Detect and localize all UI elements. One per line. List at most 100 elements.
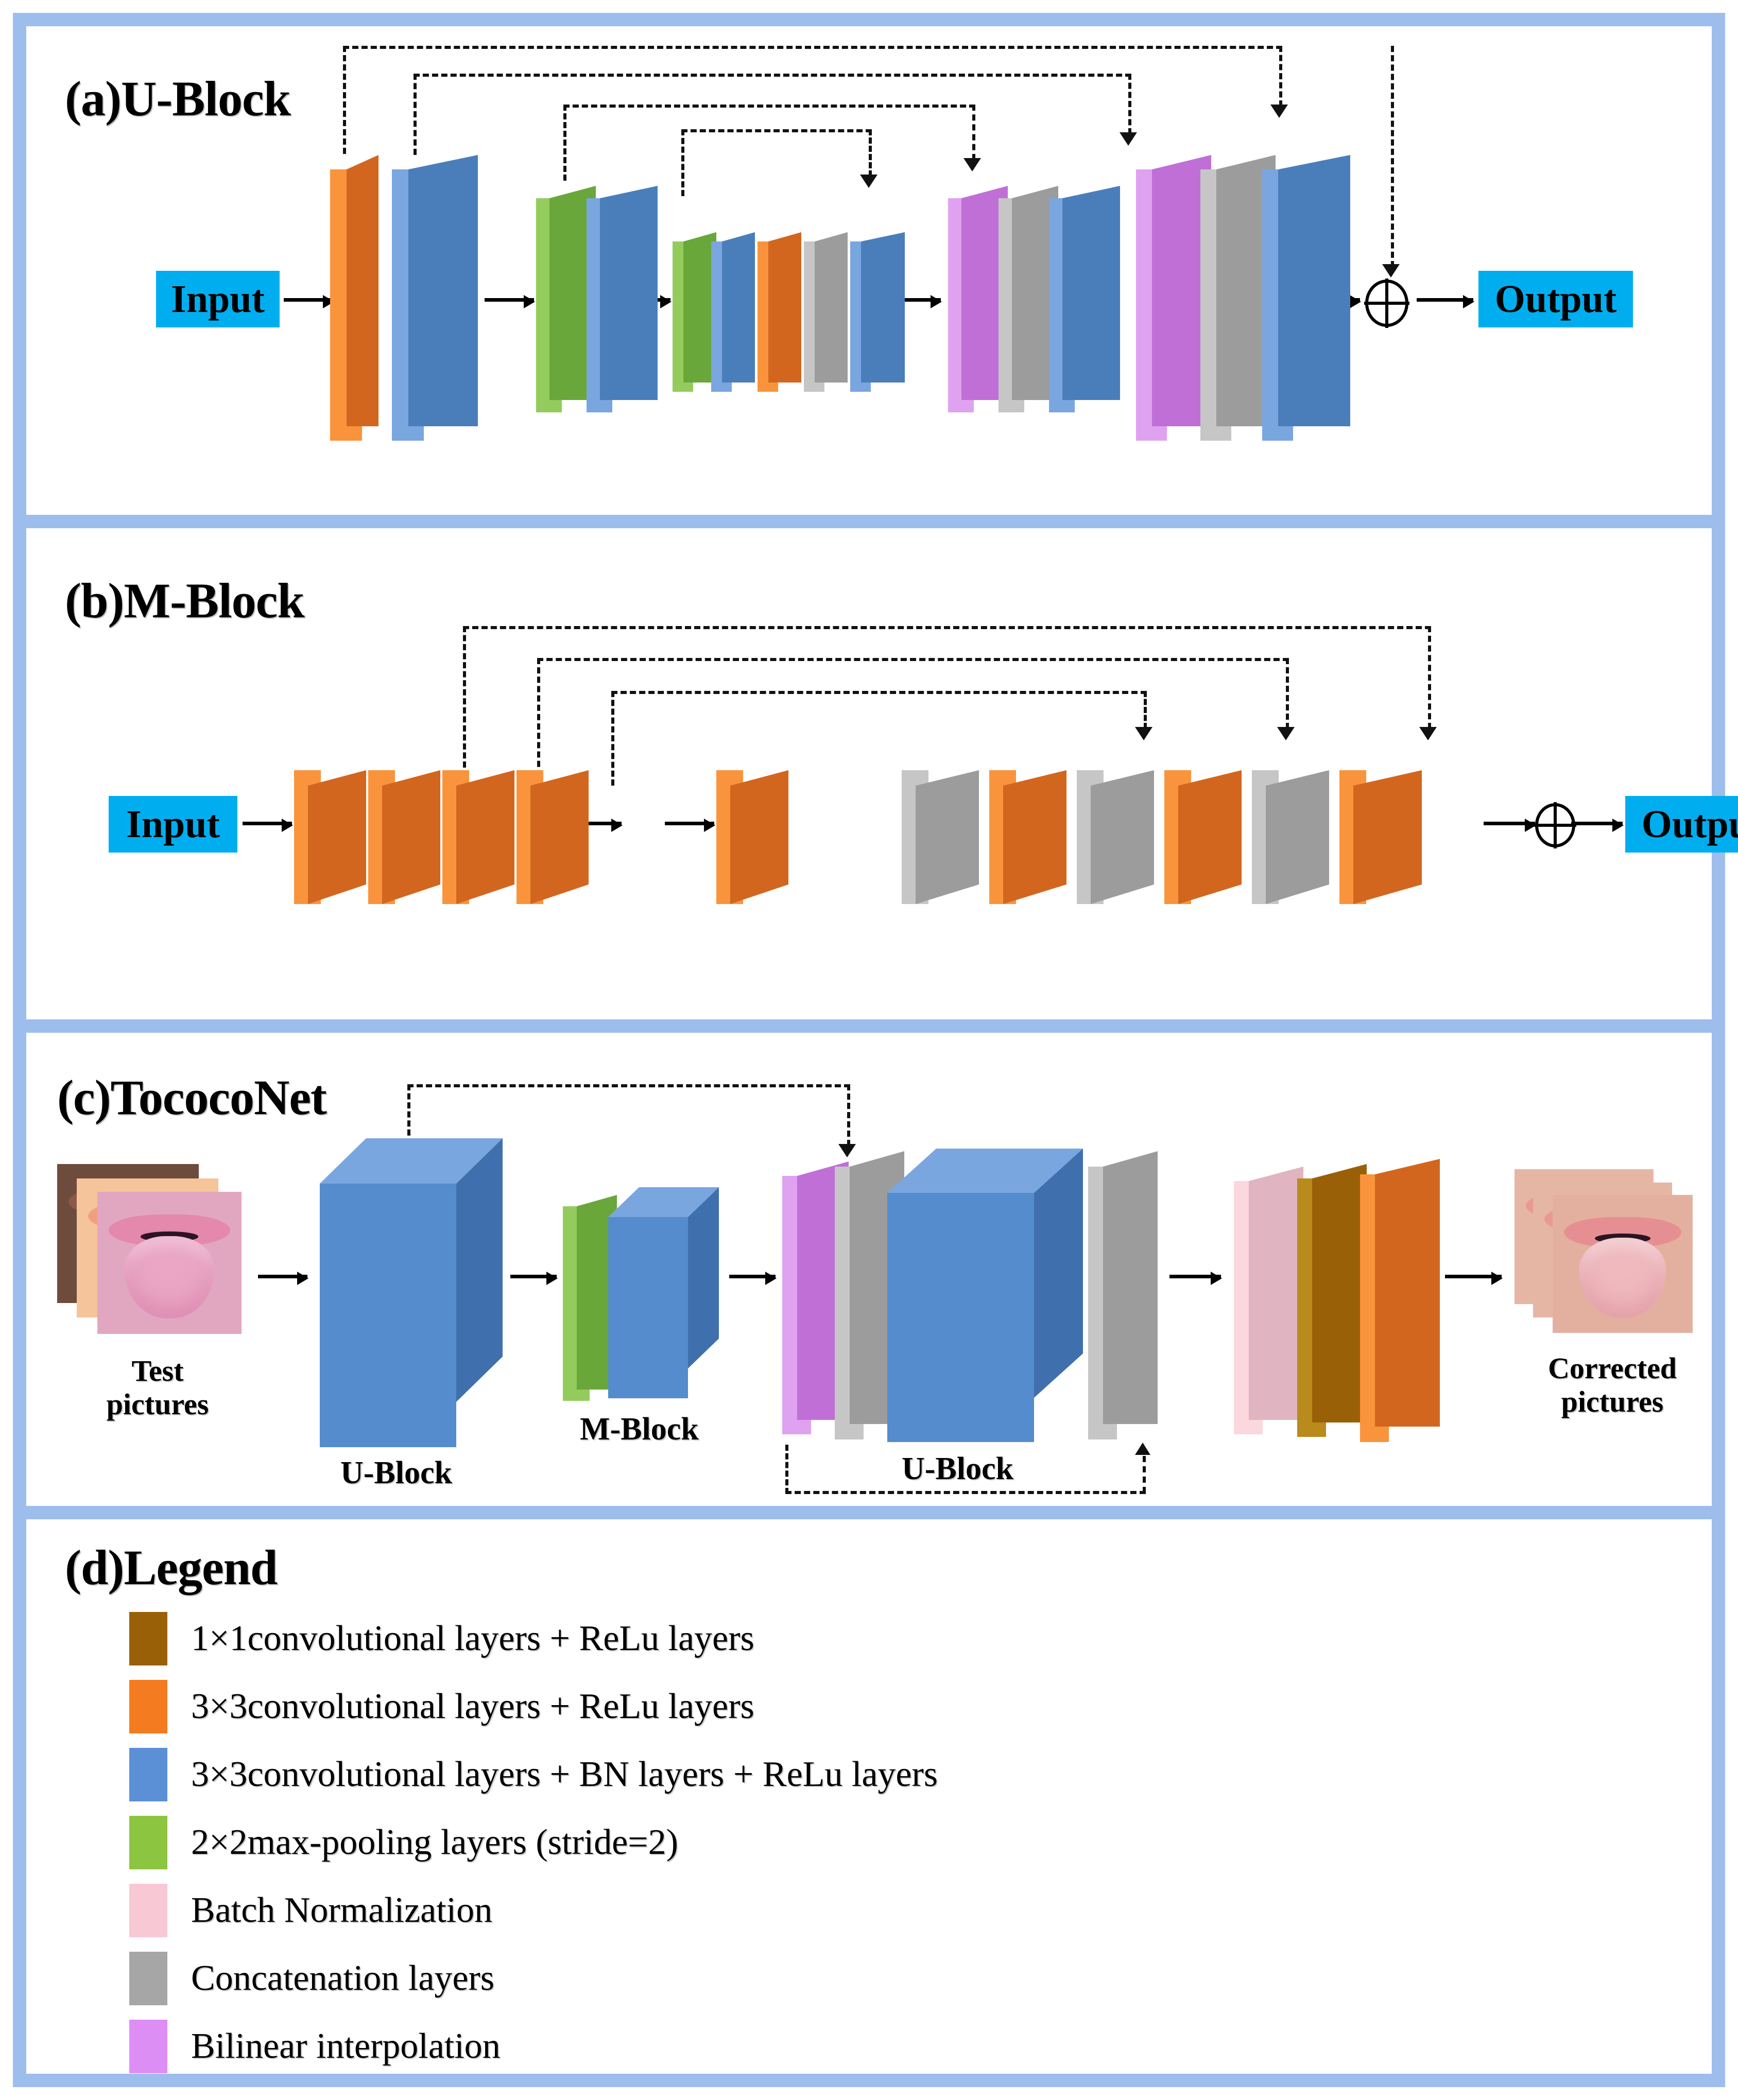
mb-skip-3-horizontal [611,691,1147,694]
panel-m-block: (b)M-Block Input [26,528,1738,1019]
residual-arrowhead [1382,264,1400,277]
mb-skip-2-arrowhead [1277,727,1295,740]
panel-b-arrow-1 [572,819,623,832]
legend-label-conv3x3-relu: 3×3convolutional layers + ReLu layers [191,1687,754,1726]
tn-batchnorm-slab [1234,1167,1303,1434]
panel-a-arrow-1 [485,295,535,308]
legend-swatch-conv3x3-relu [129,1680,167,1733]
mb-skip-3-arrowhead [1135,727,1152,740]
mb-layer-concat-0 [902,770,979,904]
legend-swatch-bilinear [129,2020,167,2073]
tn-skip-down-right [847,1084,850,1146]
layer-maxpool-3 [673,232,716,392]
legend-swatch-concat [129,1952,167,2005]
legend-item-conv3x3-relu: 3×3convolutional layers + ReLu layers [129,1680,754,1733]
panel-a-title: (a)U-Block [65,71,291,126]
panel-b-arrow-2 [665,819,715,832]
u-block-1-label: U-Block [340,1455,452,1490]
skip-3-down-right [972,105,975,160]
test-picture-3 [97,1192,242,1334]
layer-bilinear-4 [948,186,1008,412]
panel-c-arrow-4 [1445,1272,1503,1285]
mb-skip-3-down-right [1144,691,1147,729]
mb-skip-1-horizontal [463,626,1431,629]
panel-a-output-box: Output [1478,271,1633,327]
panel-b-arrow-0 [243,819,293,832]
panel-b-title: (b)M-Block [65,573,305,628]
mb-skip-1-down-left [463,626,466,786]
mb-skip-1-down-right [1428,626,1431,729]
layer-conv3x3-bn-relu-2 [587,186,658,412]
layer-conv3x3-bn-relu-3 [711,232,755,392]
layer-concat-3 [804,232,848,392]
mb-layer-concat-1 [1077,770,1154,904]
skip-4-horizontal [681,129,872,132]
panel-a-arrow-0 [284,295,334,308]
skip-4-down-left [681,129,684,196]
tn-skip-arrowhead [838,1144,856,1157]
tn-bottom-skip-left [785,1445,788,1494]
panel-d-title: (d)Legend [65,1540,278,1595]
mb-layer-conv-1 [368,770,440,904]
skip-3-arrowhead [963,158,981,171]
panel-b-arrow-3 [1484,819,1536,832]
layer-concat-4 [999,186,1058,412]
mb-layer-conv-0-face [294,770,366,904]
skip-1-horizontal [343,46,1282,49]
mb-layer-concat-2 [1252,770,1329,904]
mb-layer-conv-3 [517,770,589,904]
panel-c-arrow-2 [729,1272,777,1285]
skip-3-down-left [563,105,566,181]
panel-divider-3 [13,1506,1725,1519]
layer-maxpool-2 [536,186,596,412]
layer-bilinear-5 [1136,155,1211,441]
tn-conv3x3-slab [1360,1159,1440,1442]
skip-1-arrowhead [1270,105,1288,118]
legend-swatch-conv1x1-relu [129,1612,167,1665]
panel-a-sum-operator [1364,279,1409,328]
skip-2-horizontal [414,74,1131,77]
corrected-picture-3 [1553,1195,1693,1333]
m-block-cuboid [608,1187,719,1398]
layer-concat-5 [1200,155,1276,441]
legend-label-conv3x3-bn-relu: 3×3convolutional layers + BN layers + Re… [191,1755,938,1794]
tn-skip-horizontal [407,1084,850,1087]
legend-item-bilinear: Bilinear interpolation [129,2020,501,2073]
tn-skip-down-left [407,1084,410,1172]
legend-label-conv1x1-relu: 1×1convolutional layers + ReLu layers [191,1619,754,1658]
mb-skip-1-arrowhead [1419,727,1437,740]
tn-bilinear-slab [782,1161,849,1434]
layer-conv3x3-bn-relu [392,155,478,441]
u-block-2-cuboid [887,1149,1083,1442]
legend-label-batchnorm: Batch Normalization [191,1890,493,1930]
tn-concat-slab-2 [1088,1151,1158,1439]
layer-conv3x3-relu [330,155,378,441]
skip-1-down-left [343,46,346,154]
mb-layer-conv-5 [989,770,1066,904]
tn-bottom-skip-right [1143,1456,1146,1493]
panel-legend: (d)Legend 1×1convolutional layers + ReLu… [26,1519,1712,2074]
panel-c-arrow-3 [1169,1272,1222,1285]
mb-layer-conv-7 [1339,770,1422,904]
corrected-pictures-stack [1515,1169,1700,1344]
u-block-2-label: U-Block [902,1451,1013,1486]
legend-item-concat: Concatenation layers [129,1952,494,2005]
legend-swatch-conv3x3-bn-relu [129,1748,167,1801]
u-block-1-cuboid [320,1138,503,1447]
mb-layer-conv-2 [442,770,514,904]
test-pictures-caption: Test pictures [106,1354,209,1421]
panel-divider-1 [13,515,1725,528]
legend-item-maxpool: 2×2max-pooling layers (stride=2) [129,1816,678,1869]
layer-conv3x3-bn-relu-3b [850,232,905,392]
mb-skip-2-horizontal [537,658,1289,661]
panel-b-sum-operator [1534,802,1576,848]
panel-a-arrow-6 [1417,295,1474,308]
mb-layer-conv-6 [1164,770,1242,904]
panel-b-output-box: Output [1625,796,1738,853]
tn-bottom-arrowhead [1135,1443,1150,1455]
skip-2-arrowhead [1120,132,1137,146]
layer-conv3x3-bn-relu-4 [1049,186,1120,412]
mb-skip-3-down-left [611,691,614,786]
m-block-label: M-Block [580,1412,699,1447]
